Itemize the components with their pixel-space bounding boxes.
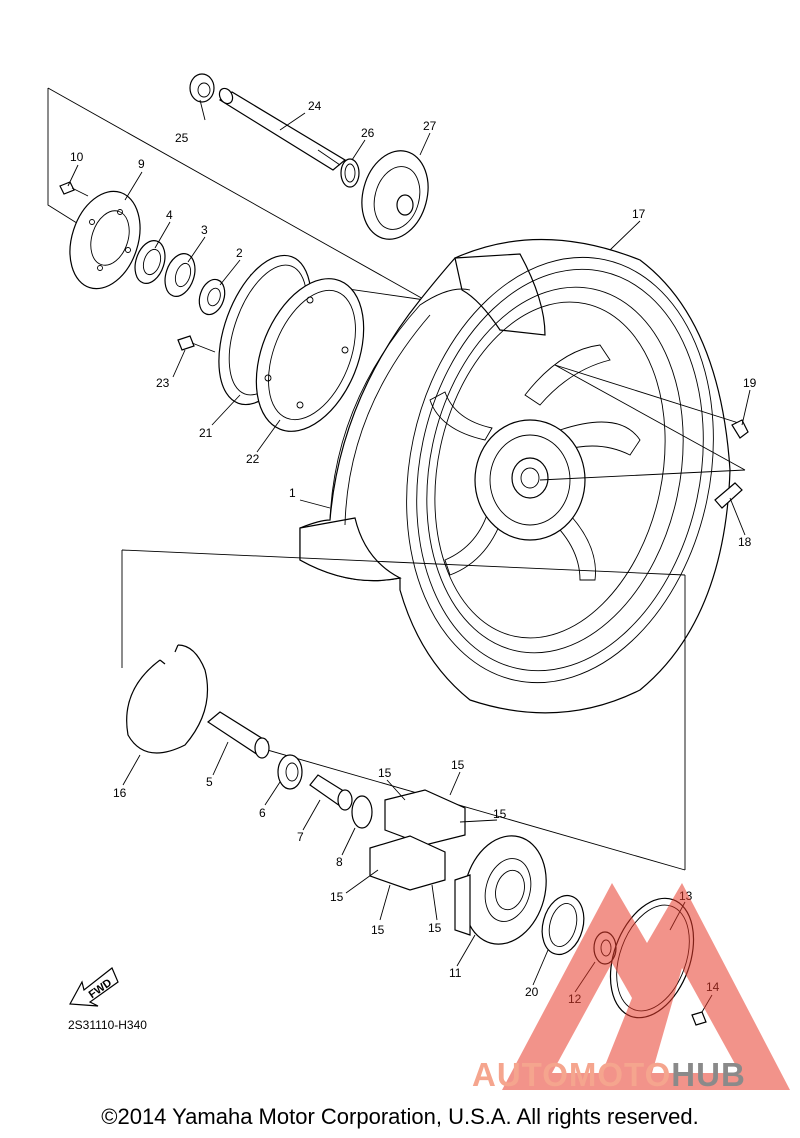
part-3-bearing xyxy=(164,253,196,297)
callout-24: 24 xyxy=(308,99,322,113)
callout-27: 27 xyxy=(423,119,437,133)
callout-4: 4 xyxy=(166,208,173,222)
callout-8: 8 xyxy=(336,855,343,869)
part-10-bolt xyxy=(59,181,89,197)
part-6-bearing xyxy=(277,754,303,790)
callout-2: 2 xyxy=(236,246,243,260)
callout-19: 19 xyxy=(743,376,757,390)
callout-9: 9 xyxy=(138,157,145,171)
callout-22: 22 xyxy=(246,452,260,466)
part-13-cover-plate xyxy=(609,897,695,1019)
part-2-collar xyxy=(198,278,226,316)
callout-16: 16 xyxy=(113,786,127,800)
copyright-notice: ©2014 Yamaha Motor Corporation, U.S.A. A… xyxy=(101,1104,699,1129)
part-27-hub-plate xyxy=(361,150,429,240)
part-18-valve xyxy=(714,482,743,509)
callout-18: 18 xyxy=(738,535,752,549)
part-5-spacer xyxy=(206,711,270,759)
callout-14: 14 xyxy=(706,980,720,994)
part-4-oil-seal xyxy=(134,240,166,284)
part-16-circlip xyxy=(126,644,208,754)
part-9-flange xyxy=(69,190,141,290)
wheel-assembly xyxy=(299,238,746,714)
callout-12: 12 xyxy=(568,992,582,1006)
part-15-dampers xyxy=(369,789,466,891)
part-8-o-ring xyxy=(351,795,373,829)
callout-5: 5 xyxy=(206,775,213,789)
drawing-code: 2S31110-H340 xyxy=(68,1018,147,1032)
callout-21: 21 xyxy=(199,426,213,440)
callout-15-b: 15 xyxy=(451,758,465,772)
callout-15-c: 15 xyxy=(493,807,507,821)
part-19-cap xyxy=(731,419,749,439)
callout-17: 17 xyxy=(632,207,646,221)
lower-exploded-box xyxy=(121,549,686,871)
part-7-collar xyxy=(309,774,353,811)
callout-6: 6 xyxy=(259,806,266,820)
callout-26: 26 xyxy=(361,126,375,140)
callout-10: 10 xyxy=(70,150,84,164)
callout-23: 23 xyxy=(156,376,170,390)
callout-20: 20 xyxy=(525,985,539,999)
part-26-washer xyxy=(340,158,360,188)
part-22-ring xyxy=(255,278,365,432)
part-24-axle xyxy=(218,87,347,171)
callout-25: 25 xyxy=(175,131,189,145)
callout-11: 11 xyxy=(449,966,462,980)
callout-15-e: 15 xyxy=(371,923,385,937)
callout-15-a: 15 xyxy=(378,766,392,780)
callout-1: 1 xyxy=(289,486,296,500)
callout-3: 3 xyxy=(201,223,208,237)
fwd-arrow-icon: FWD xyxy=(69,967,119,1007)
part-23-bolt xyxy=(177,335,216,353)
callout-7: 7 xyxy=(297,830,304,844)
part-14-screw xyxy=(691,1011,707,1026)
part-25-nut xyxy=(189,73,215,103)
callout-15-d: 15 xyxy=(330,890,344,904)
callout-13: 13 xyxy=(679,889,693,903)
callout-15-f: 15 xyxy=(428,921,442,935)
